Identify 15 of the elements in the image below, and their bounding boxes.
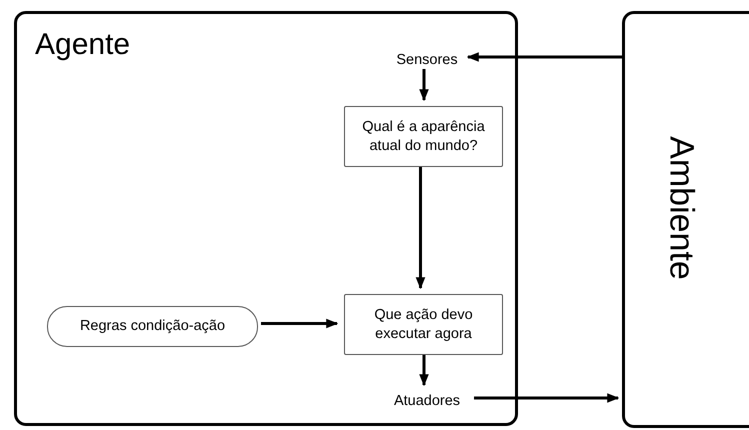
process-box: Qual é a aparência atual do mundo? [344,106,503,167]
environment-panel [622,11,749,428]
panel-title: Agente [35,28,130,62]
agent-panel [14,11,518,426]
arrow [261,318,338,328]
arrow [419,69,429,102]
io-label: Atuadores [383,391,471,411]
process-box: Que ação devo executar agora [344,294,503,355]
io-label: Sensores [387,50,467,70]
panel-title: Ambiente [662,136,700,280]
arrow [466,52,622,62]
arrow [474,393,620,403]
arrow [419,354,429,386]
rules-pill: Regras condição-ação [47,306,258,347]
arrow [416,166,426,290]
